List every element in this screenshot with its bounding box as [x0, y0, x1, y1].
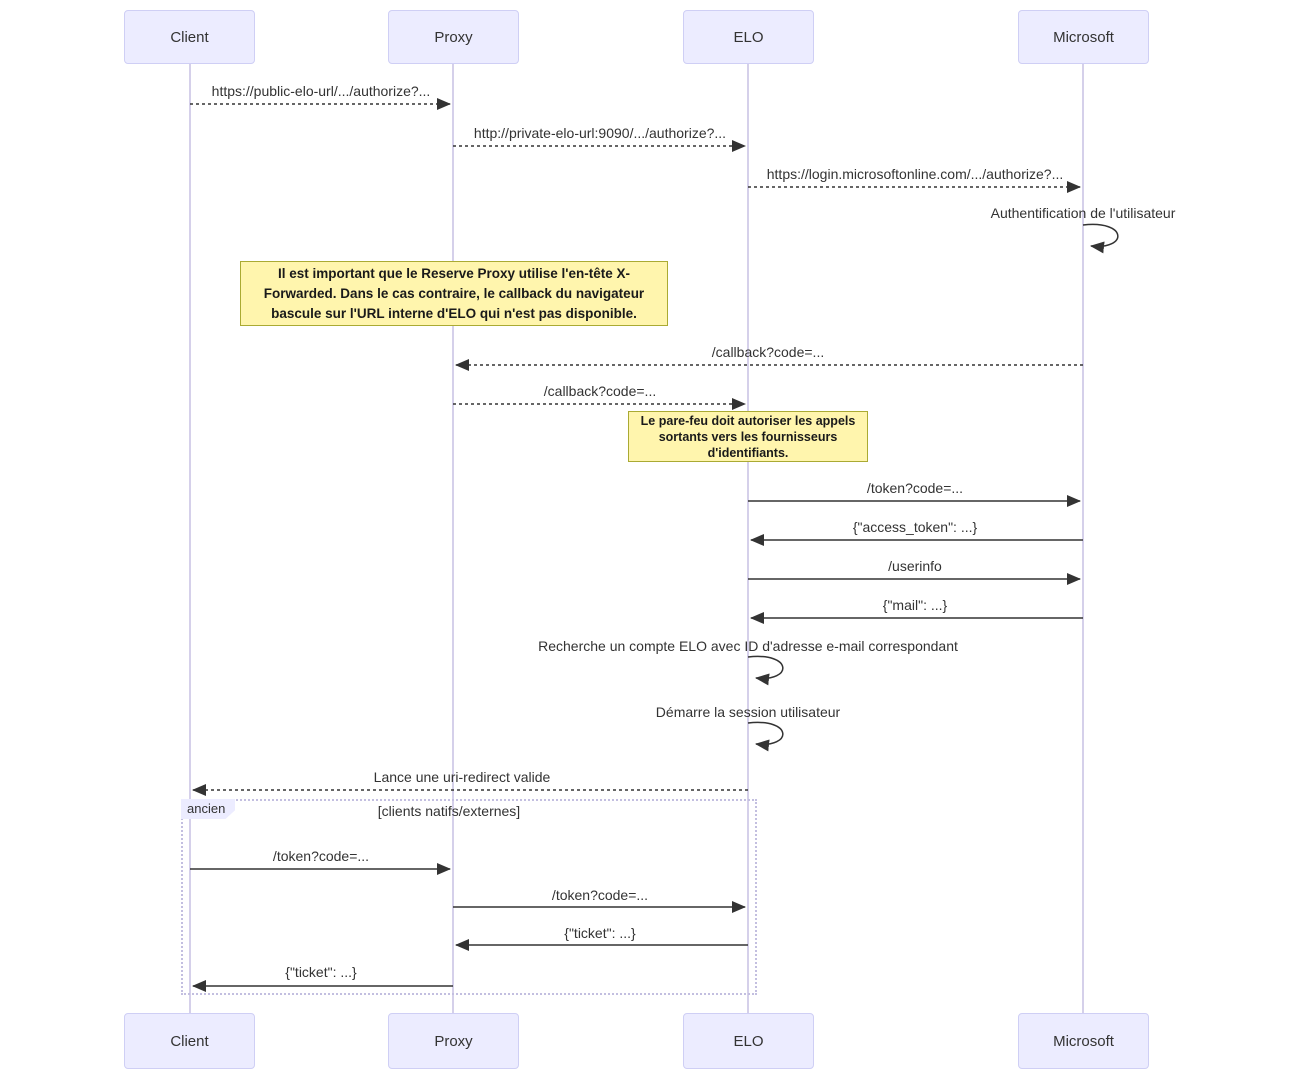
actor-label: Client — [170, 28, 209, 46]
actor-bottom-proxy: Proxy — [388, 1013, 519, 1069]
message-label-authorize-public: https://public-elo-url/.../authorize?... — [211, 83, 431, 99]
note-pare-feu: Le pare-feu doit autoriser les appels so… — [628, 411, 868, 462]
message-label-mail: {"mail": ...} — [882, 597, 948, 613]
message-label-recherche-compte: Recherche un compte ELO avec ID d'adress… — [538, 638, 958, 654]
actor-label: Microsoft — [1053, 28, 1114, 46]
message-label-authorize-microsoft: https://login.microsoftonline.com/.../au… — [766, 166, 1064, 182]
message-label-authentification: Authentification de l'utilisateur — [990, 205, 1176, 221]
message-label-callback-elo: /callback?code=... — [543, 383, 657, 399]
message-label-ticket-elo-proxy: {"ticket": ...} — [564, 925, 636, 941]
message-label-uri-redirect: Lance une uri-redirect valide — [373, 769, 551, 785]
actor-label: Client — [170, 1032, 209, 1050]
actor-label: Proxy — [434, 1032, 473, 1050]
self-loop-demarre-session — [747, 721, 784, 752]
alt-frame-condition: [clients natifs/externes] — [377, 803, 521, 819]
alt-frame-label: ancien — [181, 799, 236, 819]
actor-bottom-elo: ELO — [683, 1013, 814, 1069]
actor-label: Proxy — [434, 28, 473, 46]
actor-label: ELO — [733, 1032, 764, 1050]
actor-bottom-client: Client — [124, 1013, 255, 1069]
message-label-token-elo-ms: /token?code=... — [866, 480, 964, 496]
message-label-authorize-private: http://private-elo-url:9090/.../authoriz… — [473, 125, 727, 141]
actor-top-microsoft: Microsoft — [1018, 10, 1149, 64]
message-label-token-client-proxy: /token?code=... — [272, 848, 370, 864]
self-loop-authentification — [1082, 223, 1119, 254]
message-label-access-token: {"access_token": ...} — [852, 519, 978, 535]
actor-top-proxy: Proxy — [388, 10, 519, 64]
actor-bottom-microsoft: Microsoft — [1018, 1013, 1149, 1069]
note-reverse-proxy-x-forwarded: Il est important que le Reserve Proxy ut… — [240, 261, 668, 326]
message-label-callback-proxy: /callback?code=... — [711, 344, 825, 360]
message-label-demarre-session: Démarre la session utilisateur — [655, 704, 841, 720]
message-label-userinfo: /userinfo — [888, 558, 942, 574]
alt-frame-ancien: ancien — [181, 799, 757, 995]
actor-label: ELO — [733, 28, 764, 46]
message-label-token-proxy-elo: /token?code=... — [551, 887, 649, 903]
message-label-ticket-proxy-client: {"ticket": ...} — [285, 964, 357, 980]
actor-top-client: Client — [124, 10, 255, 64]
self-loop-recherche-compte — [747, 655, 784, 686]
actor-top-elo: ELO — [683, 10, 814, 64]
actor-label: Microsoft — [1053, 1032, 1114, 1050]
